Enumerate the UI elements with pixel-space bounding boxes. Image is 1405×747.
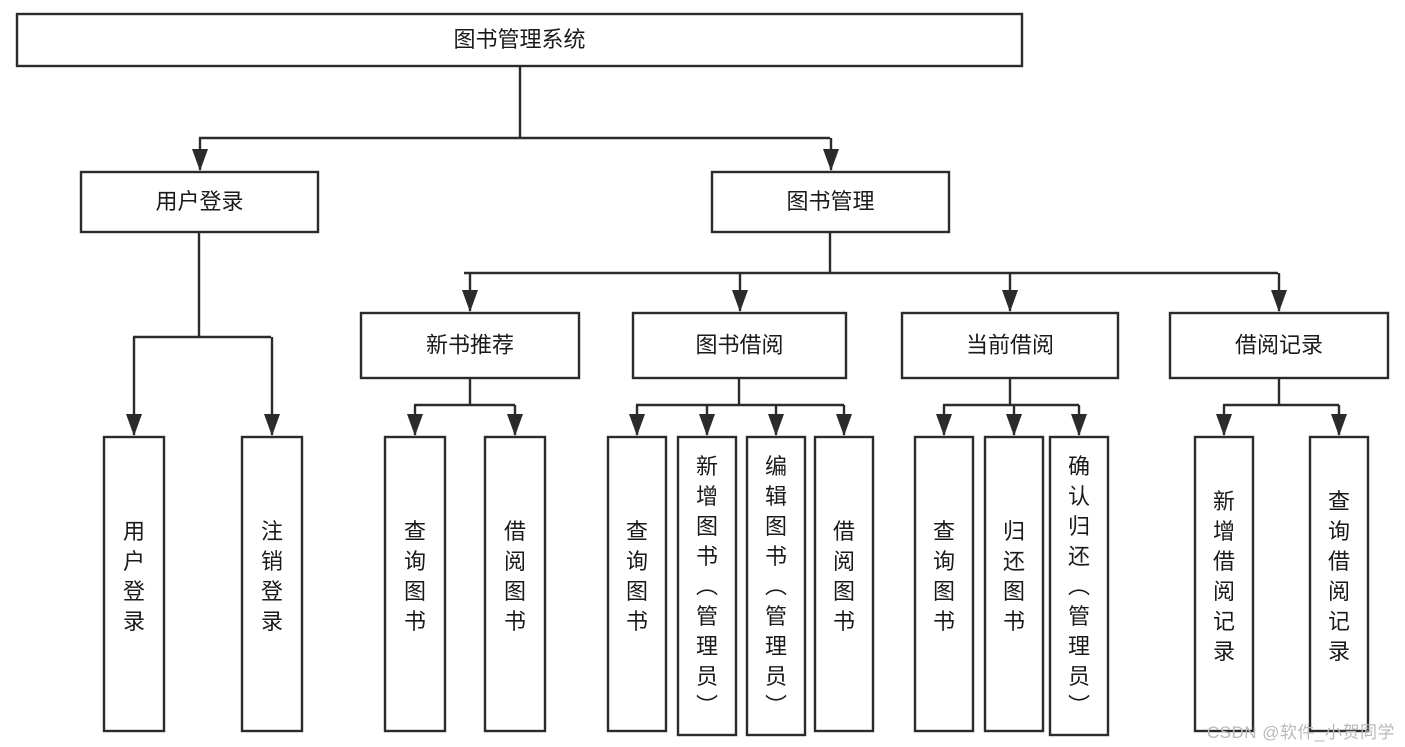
- node-label: 新增借阅记录: [1213, 489, 1235, 664]
- arrow-head: [699, 414, 715, 436]
- node-leaf-borrow-add[interactable]: 新增图书（管理员）: [676, 435, 738, 737]
- node-login[interactable]: 用户登录: [79, 170, 320, 234]
- node-box[interactable]: [813, 435, 875, 733]
- node-label: 借阅图书: [833, 519, 855, 634]
- node-newbook[interactable]: 新书推荐: [359, 311, 581, 380]
- connector-bar-login: [126, 232, 280, 436]
- arrow-head: [1002, 290, 1018, 312]
- node-label: 借阅图书: [504, 519, 526, 634]
- node-label: 编辑图书（管理员）: [765, 454, 787, 719]
- connector-layer: [126, 66, 1347, 436]
- node-label: 新书推荐: [426, 332, 514, 357]
- arrow-head: [1271, 290, 1287, 312]
- node-box[interactable]: [676, 435, 738, 737]
- node-label: 注销登录: [261, 519, 283, 634]
- connector-bar-record: [1216, 378, 1347, 436]
- node-leaf-newbook-query[interactable]: 查询图书: [383, 435, 447, 733]
- node-label: 查询图书: [626, 519, 648, 634]
- arrow-head: [1071, 414, 1087, 436]
- node-box[interactable]: [900, 311, 1120, 380]
- connector-bar-newbook: [407, 378, 523, 436]
- node-label: 用户登录: [155, 189, 243, 214]
- arrow-head: [768, 414, 784, 436]
- node-box[interactable]: [240, 435, 304, 733]
- node-label: 新增图书（管理员）: [696, 454, 718, 719]
- arrow-head: [823, 149, 839, 171]
- node-layer: 图书管理系统用户登录图书管理新书推荐图书借阅当前借阅借阅记录用户登录注销登录查询…: [15, 12, 1390, 737]
- arrow-head: [1216, 414, 1232, 436]
- node-box[interactable]: [383, 435, 447, 733]
- node-label: 当前借阅: [966, 332, 1054, 357]
- node-label: 归还图书: [1003, 519, 1025, 634]
- node-box[interactable]: [1193, 435, 1255, 733]
- node-box[interactable]: [983, 435, 1045, 733]
- node-leaf-record-add[interactable]: 新增借阅记录: [1193, 435, 1255, 733]
- node-leaf-newbook-borrow[interactable]: 借阅图书: [483, 435, 547, 733]
- connector-bar-root: [192, 66, 839, 171]
- node-leaf-current-query[interactable]: 查询图书: [913, 435, 975, 733]
- arrow-head: [264, 414, 280, 436]
- node-record[interactable]: 借阅记录: [1168, 311, 1390, 380]
- node-leaf-record-query[interactable]: 查询借阅记录: [1308, 435, 1370, 733]
- node-box[interactable]: [79, 170, 320, 234]
- node-box[interactable]: [913, 435, 975, 733]
- node-leaf-current-return[interactable]: 归还图书: [983, 435, 1045, 733]
- node-leaf-borrow-lend[interactable]: 借阅图书: [813, 435, 875, 733]
- node-leaf-user-logout[interactable]: 注销登录: [240, 435, 304, 733]
- node-label: 图书管理系统: [453, 27, 585, 52]
- node-current[interactable]: 当前借阅: [900, 311, 1120, 380]
- node-leaf-borrow-edit[interactable]: 编辑图书（管理员）: [745, 435, 807, 737]
- node-borrow[interactable]: 图书借阅: [631, 311, 848, 380]
- arrow-head: [462, 290, 478, 312]
- node-label: 查询图书: [933, 519, 955, 634]
- connector-bar-bookmgmt: [462, 232, 1287, 312]
- node-label: 用户登录: [123, 519, 145, 634]
- node-label: 查询借阅记录: [1328, 489, 1350, 664]
- node-box[interactable]: [1048, 435, 1110, 737]
- node-label: 确认归还（管理员）: [1068, 454, 1090, 719]
- arrow-head: [936, 414, 952, 436]
- arrow-head: [1006, 414, 1022, 436]
- arrow-head: [1331, 414, 1347, 436]
- node-label: 查询图书: [404, 519, 426, 634]
- arrow-head: [836, 414, 852, 436]
- node-box[interactable]: [359, 311, 581, 380]
- node-leaf-current-confirm[interactable]: 确认归还（管理员）: [1048, 435, 1110, 737]
- node-leaf-borrow-query[interactable]: 查询图书: [606, 435, 668, 733]
- node-box[interactable]: [710, 170, 951, 234]
- node-bookmgmt[interactable]: 图书管理: [710, 170, 951, 234]
- node-leaf-user-login[interactable]: 用户登录: [102, 435, 166, 733]
- node-box[interactable]: [631, 311, 848, 380]
- arrow-head: [629, 414, 645, 436]
- node-box[interactable]: [606, 435, 668, 733]
- arrow-head: [507, 414, 523, 436]
- arrow-head: [192, 149, 208, 171]
- node-box[interactable]: [102, 435, 166, 733]
- connector-bar-borrow: [629, 378, 852, 436]
- node-box[interactable]: [1168, 311, 1390, 380]
- arrow-head: [126, 414, 142, 436]
- arrow-head: [732, 290, 748, 312]
- node-label: 图书管理: [786, 189, 874, 214]
- node-box[interactable]: [483, 435, 547, 733]
- node-box[interactable]: [1308, 435, 1370, 733]
- node-root[interactable]: 图书管理系统: [15, 12, 1024, 68]
- node-box[interactable]: [745, 435, 807, 737]
- connector-bar-current: [936, 378, 1087, 436]
- node-box[interactable]: [15, 12, 1024, 68]
- node-label: 图书借阅: [695, 332, 783, 357]
- arrow-head: [407, 414, 423, 436]
- node-label: 借阅记录: [1235, 332, 1323, 357]
